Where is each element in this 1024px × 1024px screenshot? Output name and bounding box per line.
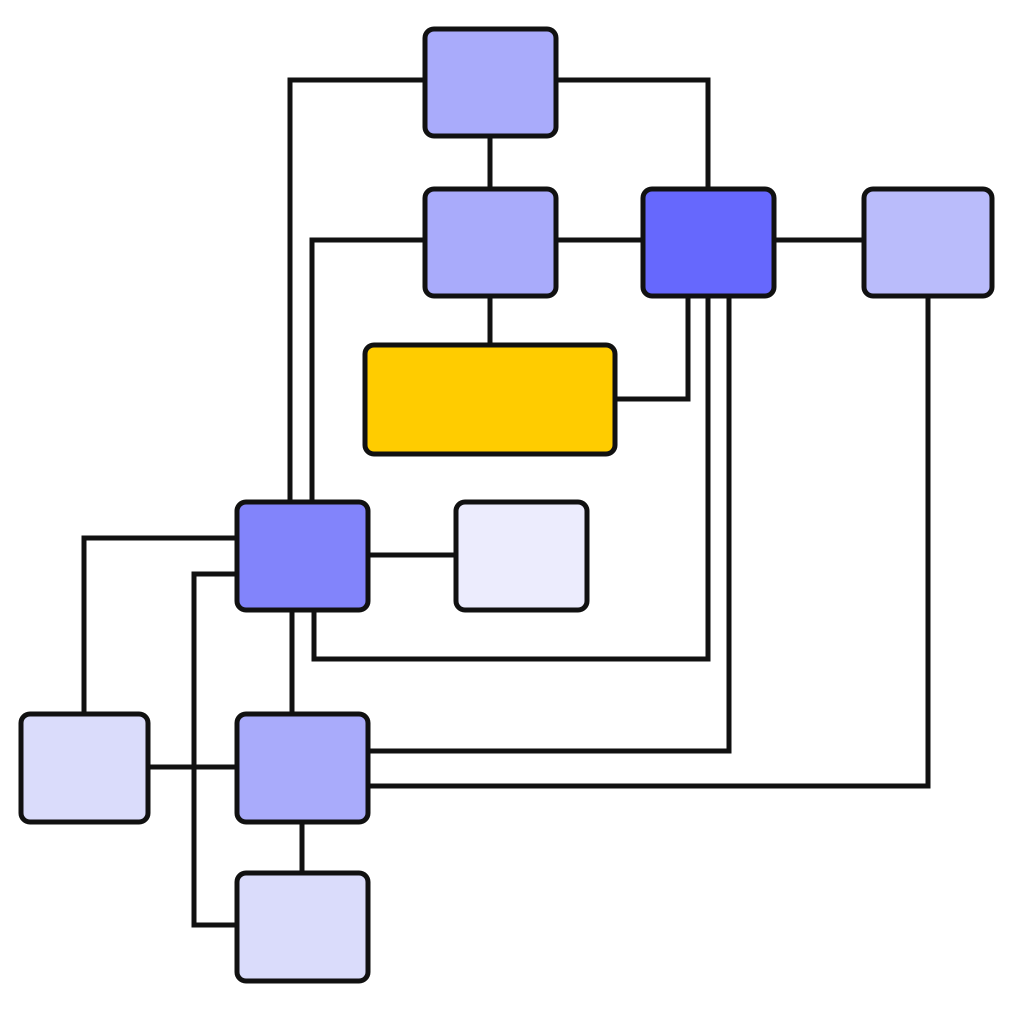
node-n8[interactable] <box>18 711 151 825</box>
node-box-n10[interactable] <box>234 870 371 984</box>
node-n3[interactable] <box>640 186 777 299</box>
node-box-n1[interactable] <box>422 26 559 139</box>
node-box-n7[interactable] <box>453 499 590 613</box>
node-box-n2[interactable] <box>422 186 559 299</box>
connector-n6-n10 <box>191 571 237 928</box>
node-n5[interactable] <box>362 342 618 457</box>
connector-n3-n9 <box>368 296 732 754</box>
edges <box>81 77 931 928</box>
node-box-n9[interactable] <box>234 711 371 825</box>
node-box-n5[interactable] <box>362 342 618 457</box>
node-n9[interactable] <box>234 711 371 825</box>
connector-n3-n6 <box>311 296 711 662</box>
connector-n3-n5 <box>615 296 691 402</box>
node-n4[interactable] <box>861 186 995 299</box>
node-box-n3[interactable] <box>640 186 777 299</box>
node-box-n6[interactable] <box>234 499 371 613</box>
connector-n6-n8 <box>81 535 237 714</box>
node-n2[interactable] <box>422 186 559 299</box>
node-n10[interactable] <box>234 870 371 984</box>
node-n7[interactable] <box>453 499 590 613</box>
node-box-n4[interactable] <box>861 186 995 299</box>
nodes <box>18 26 995 984</box>
node-box-n8[interactable] <box>18 711 151 825</box>
connector-n1-n3 <box>556 77 711 189</box>
connector-n2-n6 <box>309 237 425 502</box>
node-n1[interactable] <box>422 26 559 139</box>
connector-n1-n6 <box>287 77 425 502</box>
connector-n4-n9 <box>368 296 931 789</box>
node-n6[interactable] <box>234 499 371 613</box>
